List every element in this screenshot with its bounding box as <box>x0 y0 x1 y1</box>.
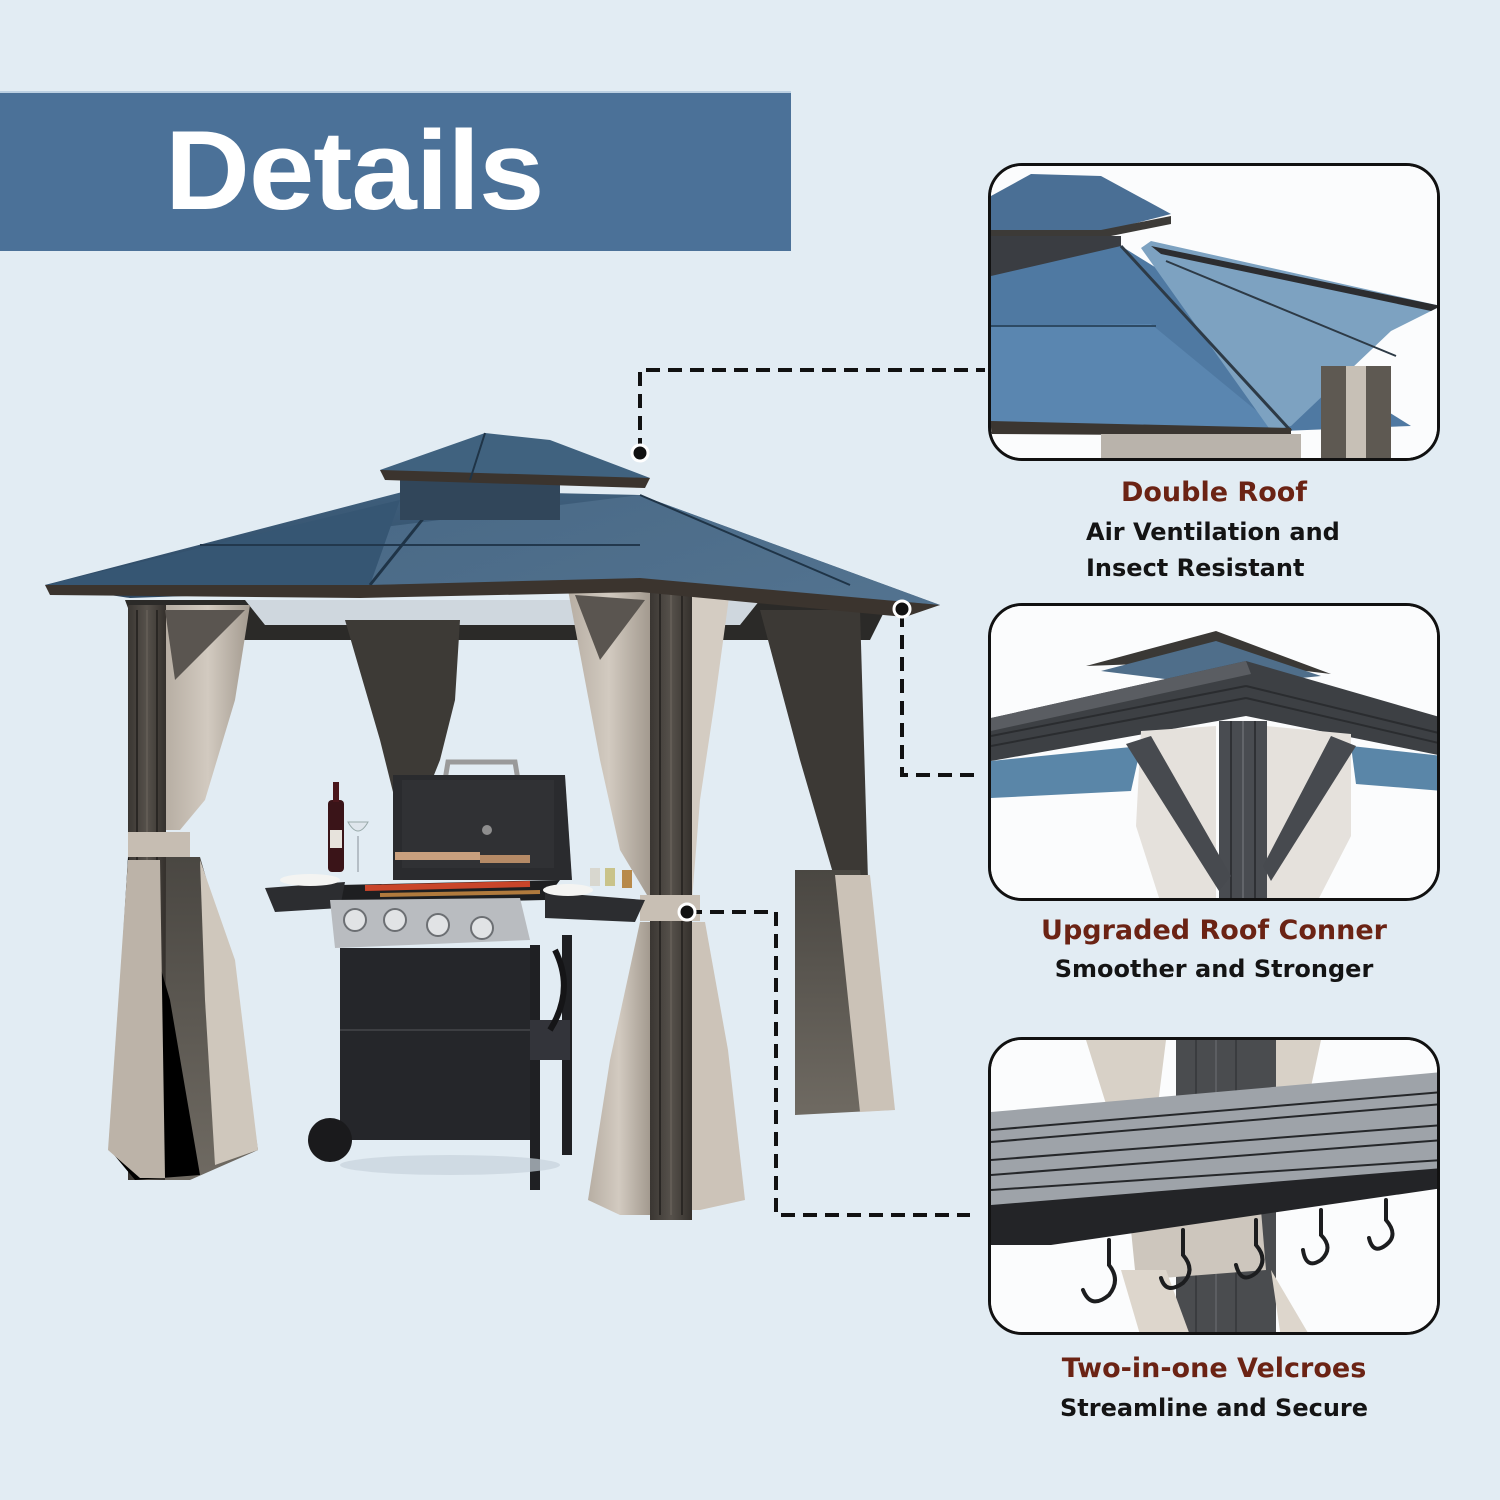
caption-roof-corner: Upgraded Roof Conner Smoother and Strong… <box>988 914 1440 987</box>
grill <box>265 759 645 1190</box>
hooks <box>1081 1198 1395 1304</box>
double-roof-closeup-image <box>991 166 1437 458</box>
gazebo-illustration <box>45 432 940 1220</box>
panel-double-roof <box>988 163 1440 461</box>
caption-subtitle-line-1: Streamline and Secure <box>1059 1394 1369 1422</box>
banner-title: Details <box>165 108 544 233</box>
caption-title: Upgraded Roof Conner <box>1041 915 1387 946</box>
caption-title: Two-in-one Velcroes <box>1061 1353 1367 1384</box>
panel-roof-corner <box>988 603 1440 901</box>
caption-subtitle-line-1: Smoother and Stronger <box>1054 955 1374 983</box>
caption-subtitle-line-2: Insect Resistant <box>1086 554 1305 582</box>
panel-velcro-hooks <box>988 1037 1440 1335</box>
details-banner: Details <box>0 91 791 251</box>
caption-title: Double Roof <box>1120 477 1308 508</box>
roof-corner-closeup-image <box>991 606 1437 898</box>
caption-double-roof: Double Roof Air Ventilation and Insect R… <box>988 476 1440 586</box>
caption-subtitle-line-1: Air Ventilation and <box>1086 518 1340 546</box>
caption-velcro: Two-in-one Velcroes Streamline and Secur… <box>988 1352 1440 1426</box>
hooks-velcro-closeup-image <box>991 1040 1437 1332</box>
